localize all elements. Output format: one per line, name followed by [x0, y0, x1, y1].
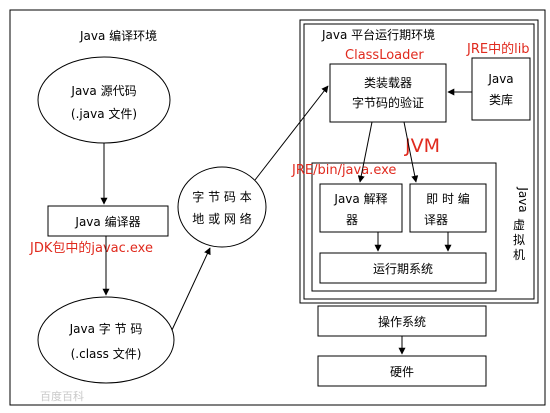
lib-note: JRE中的lib [466, 41, 530, 57]
compiler-note: JDK包中的javac.exe [29, 240, 153, 256]
java-bytecode-line1: Java 字 节 码 [69, 321, 143, 336]
class-library-line2: 类库 [489, 92, 513, 107]
watermark-text: 百度百科 [40, 389, 84, 403]
arrow-loader-to-jit [403, 121, 419, 183]
java-bytecode-node [37, 296, 175, 384]
java-source-node [37, 56, 171, 144]
java-compiler-node [47, 205, 169, 237]
java-compiler-label: Java 编译器 [74, 214, 140, 229]
class-library-line1: Java [487, 72, 513, 86]
runtime-system-node [319, 252, 487, 284]
classloader-note: ClassLoader [345, 48, 424, 63]
jit-compiler-node [409, 183, 487, 233]
interpreter-note: JRE/bin/java.exe [291, 163, 396, 178]
platform-env-title: Java 平台运行期环境 [321, 27, 435, 42]
platform-env-frame [299, 19, 539, 304]
java-class-library-node [471, 57, 531, 121]
java-interpreter-node [319, 183, 403, 233]
operating-system-label: 操作系统 [378, 314, 426, 329]
jvm-frame [311, 162, 497, 292]
vm-label-java: Java [516, 186, 530, 212]
platform-env-inner-frame [303, 23, 535, 300]
compile-env-title: Java 编译环境 [79, 28, 157, 43]
class-loader-line2: 字节码的验证 [352, 95, 424, 110]
jvm-note: JVM [404, 135, 440, 157]
bytecode-local-line1: 字 节 码 本 [192, 189, 251, 204]
vm-label-char3: 机 [513, 248, 525, 262]
vm-label-char1: 虚 [513, 218, 525, 232]
arrow-local-to-loader [254, 85, 329, 181]
bytecode-local-network-node [177, 166, 267, 248]
operating-system-node [317, 305, 487, 337]
bytecode-local-line2: 地 或 网 络 [192, 211, 251, 226]
jit-line2: 译器 [424, 213, 448, 227]
interpreter-line2: 器 [346, 213, 358, 227]
interpreter-line1: Java 解释 [333, 192, 387, 206]
hardware-label: 硬件 [390, 365, 414, 379]
java-source-line2: (.java 文件) [71, 106, 137, 121]
arrow-bytecode-to-local [171, 247, 211, 331]
vm-label-char2: 拟 [513, 233, 525, 247]
jit-line1: 即 时 编 [426, 191, 470, 206]
java-source-line1: Java 源代码 [70, 84, 136, 98]
class-loader-line1: 类装载器 [364, 76, 412, 90]
hardware-node [317, 355, 487, 387]
class-loader-node [329, 63, 447, 123]
runtime-system-label: 运行期系统 [373, 262, 433, 276]
arrow-loader-to-interpreter [357, 121, 373, 183]
outer-frame [9, 9, 546, 406]
java-bytecode-line2: (.class 文件) [71, 346, 142, 361]
